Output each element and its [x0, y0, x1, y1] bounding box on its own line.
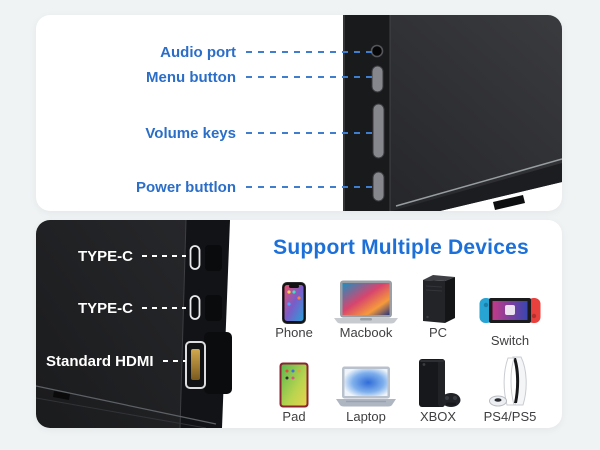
- tablet-icon: [279, 356, 309, 408]
- port-label: TYPE-C: [77, 299, 133, 317]
- supported-devices-grid: Phone Macbook: [258, 272, 546, 426]
- device-switch: Switch: [474, 272, 546, 350]
- device-playstation: PS4/PS5: [474, 356, 546, 426]
- callout-label: Audio port: [160, 43, 236, 61]
- callout-type-c-1: TYPE-C: [74, 246, 186, 266]
- macbook-icon: [333, 272, 399, 324]
- device-label: Laptop: [346, 409, 386, 424]
- type-c-port-1: [189, 245, 201, 270]
- monitor-front-face: [343, 15, 562, 211]
- device-label: XBOX: [419, 409, 457, 424]
- monitor-right-edge-photo: [343, 15, 562, 211]
- device-laptop: Laptop: [330, 356, 402, 426]
- device-label: PS4/PS5: [483, 409, 537, 424]
- callout-label: Volume keys: [145, 124, 236, 142]
- device-phone: Phone: [258, 272, 330, 350]
- ports-callout-card: Audio port Menu button Volume keys Power…: [36, 15, 562, 211]
- type-c-port-2: [189, 295, 201, 320]
- device-macbook: Macbook: [330, 272, 402, 350]
- support-heading: Support Multiple Devices: [273, 236, 529, 259]
- port-label: Standard HDMI: [46, 352, 154, 370]
- edge-front-seam: [179, 220, 187, 428]
- xbox-icon: [415, 356, 461, 408]
- device-pc: PC: [402, 272, 474, 350]
- device-label: Macbook: [339, 325, 393, 340]
- callout-dash-line: [246, 186, 372, 188]
- callout-dash-line: [246, 132, 372, 134]
- screen-bottom-bezel-line: [36, 385, 217, 425]
- callout-type-c-2: TYPE-C: [74, 298, 186, 318]
- foot-tab: [53, 391, 70, 400]
- side-slot-hdmi: [204, 332, 232, 394]
- monitor-left-edge-photo: [36, 220, 232, 428]
- nintendo-switch-icon: [479, 272, 541, 332]
- device-label: Switch: [490, 333, 530, 348]
- callout-dash-line: [246, 51, 372, 53]
- side-slot: [205, 245, 222, 271]
- phone-icon: [282, 272, 306, 324]
- callout-dash-line: [246, 76, 372, 78]
- monitor-front-face: [36, 220, 186, 428]
- side-slot: [205, 295, 222, 321]
- callout-volume-keys: Volume keys: [92, 123, 372, 143]
- playstation-icon: [488, 356, 532, 408]
- bottom-groove-line: [36, 397, 207, 428]
- callout-label: Power buttlon: [136, 178, 236, 196]
- port-dash-line: [162, 360, 186, 362]
- callout-standard-hdmi: Standard HDMI: [46, 351, 186, 371]
- device-label: Phone: [275, 325, 313, 340]
- device-label: Pad: [282, 409, 306, 424]
- device-label: PC: [428, 325, 448, 340]
- menu-button: [371, 65, 384, 93]
- port-dash-line: [142, 307, 186, 309]
- callout-audio-port: Audio port: [92, 42, 372, 62]
- monitor-bottom-edge: [392, 163, 562, 211]
- port-label: TYPE-C: [77, 247, 133, 265]
- device-xbox: XBOX: [402, 356, 474, 426]
- device-pad: Pad: [258, 356, 330, 426]
- hdmi-port-contact: [191, 349, 200, 380]
- laptop-icon: [334, 356, 398, 408]
- connectivity-card: TYPE-C TYPE-C Standard HDMI Support Mult…: [36, 220, 562, 428]
- pc-tower-icon: [418, 272, 458, 324]
- foot-tab: [493, 195, 525, 210]
- callout-power-button: Power buttlon: [92, 177, 372, 197]
- screen-bottom-bezel-line: [395, 158, 562, 207]
- volume-keys: [372, 103, 385, 159]
- power-button: [372, 171, 385, 202]
- callout-menu-button: Menu button: [92, 67, 372, 87]
- audio-port: [370, 44, 384, 58]
- port-dash-line: [142, 255, 186, 257]
- callout-label: Menu button: [146, 68, 236, 86]
